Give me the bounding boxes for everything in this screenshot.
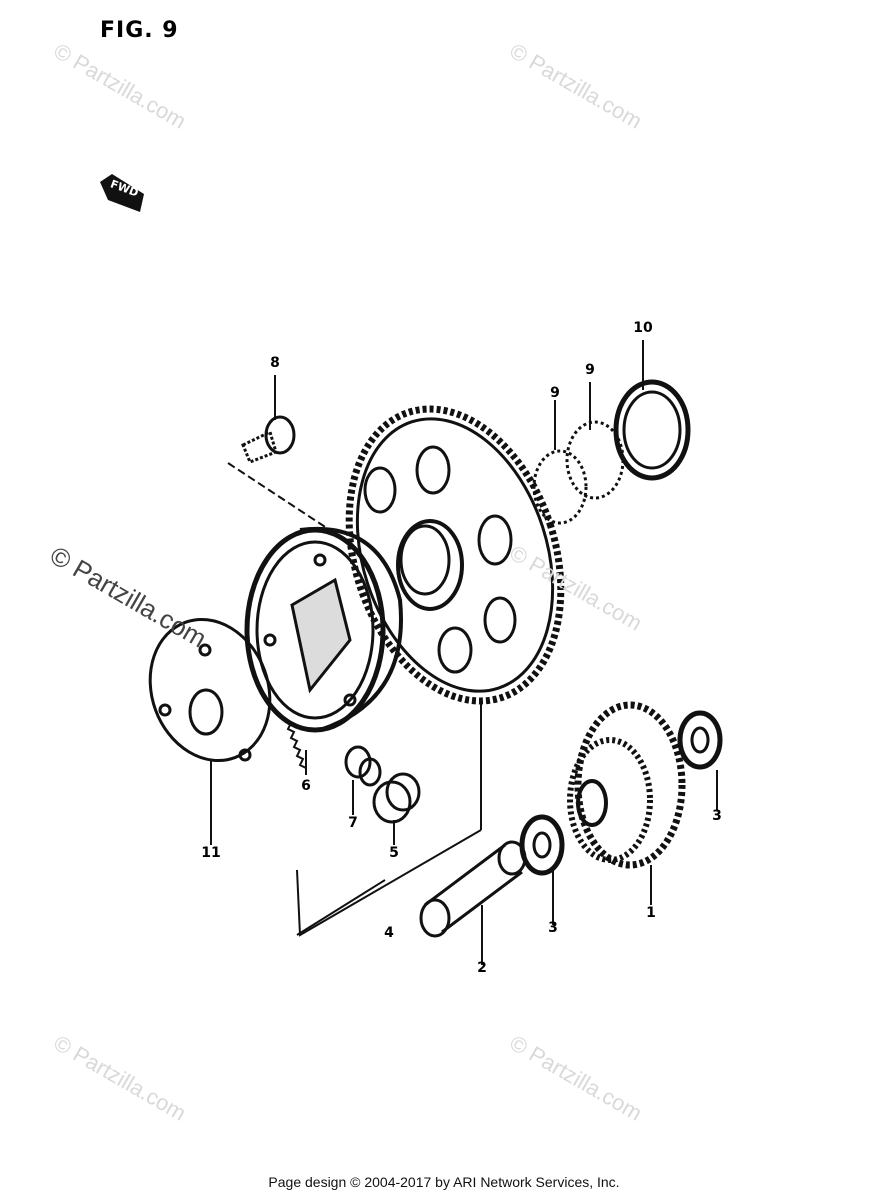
clutch-housing [244,526,403,733]
callout-3: 3 [548,920,558,936]
callout-4: 4 [384,925,394,941]
clutch-plate [148,617,272,763]
callout-2: 2 [477,960,487,976]
roller [344,745,382,787]
footer-copyright: Page design © 2004-2017 by ARI Network S… [268,1174,620,1190]
callout-3: 3 [712,808,722,824]
callout-8: 8 [270,355,280,371]
idle-gear [567,701,686,869]
sleeve [372,772,421,824]
washers [519,710,723,876]
figure-title: FIG. 9 [100,18,179,43]
callout-1: 1 [646,905,656,921]
needle-bearings [532,420,625,525]
large-gear [345,405,565,705]
callout-6: 6 [301,778,311,794]
callout-5: 5 [389,845,399,861]
callout-9: 9 [550,385,560,401]
leader-lines [210,340,718,965]
spring [284,719,307,769]
shaft [419,840,527,938]
fwd-arrow-icon [100,174,144,212]
callout-9: 9 [585,362,595,378]
callout-11: 11 [201,845,221,861]
thrust-washer [613,379,691,481]
bolt [241,415,296,464]
callout-10: 10 [633,320,653,336]
callout-7: 7 [348,815,358,831]
